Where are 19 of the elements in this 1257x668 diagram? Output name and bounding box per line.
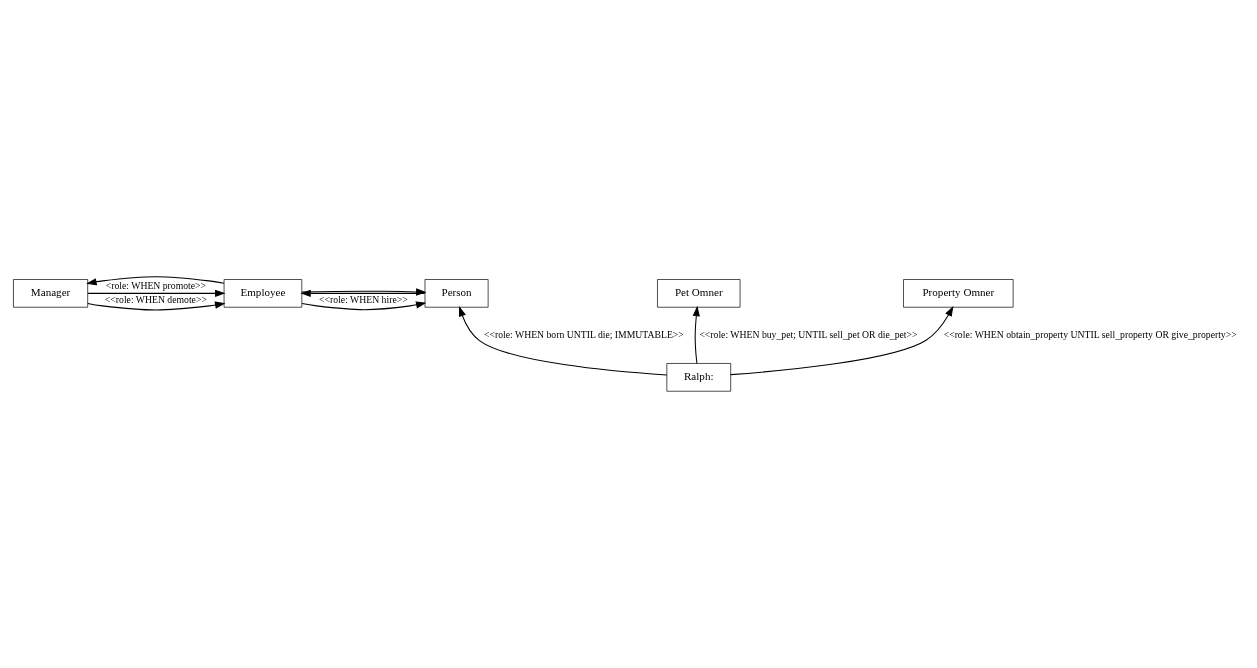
arrow: [458, 305, 668, 376]
edge-label: <role: WHEN promote>>: [105, 279, 207, 291]
arrow: [301, 301, 427, 311]
edge-label: <<role: WHEN born UNTIL die; IMMUTABLE>>: [484, 328, 684, 340]
node-box: Property Omner: [903, 279, 1014, 308]
arrow: [692, 305, 700, 364]
arrow: [730, 305, 954, 376]
node-box: Pet Omner: [657, 279, 741, 308]
arrow: [87, 289, 226, 297]
edge-label: <<role: WHEN hire>>: [319, 294, 408, 306]
node-box: Manager: [13, 279, 89, 308]
node-box: Person: [424, 279, 489, 308]
edge-label: <<role: WHEN demote>>: [104, 294, 207, 306]
arrow: [86, 276, 225, 286]
edge-label: <<role: WHEN obtain_property UNTIL sell_property OR give_property>>: [943, 328, 1237, 340]
node-box: Ralph:: [666, 363, 732, 392]
node-box: Employee: [223, 279, 303, 308]
arrow: [87, 301, 226, 311]
edge-label: <<role: WHEN buy_pet; UNTIL sell_pet OR die_pet>>: [699, 328, 918, 340]
